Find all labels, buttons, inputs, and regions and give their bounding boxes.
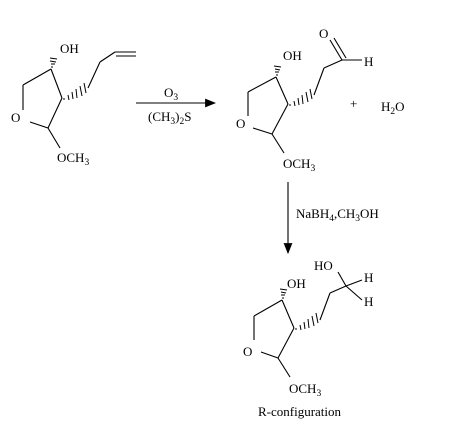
hydroxyl-label: OH: [60, 41, 79, 56]
plus-sign: +: [350, 96, 357, 111]
hydrogen-label: H: [364, 294, 373, 309]
ring-bond: [275, 76, 289, 105]
ring-oxygen-label: O: [11, 110, 20, 125]
ring-oxygen-label: O: [236, 116, 245, 131]
ch-bond: [345, 279, 363, 287]
reagent-dimethyl-sulfide: (CH3)2S: [148, 109, 191, 127]
methoxy-bond: [271, 133, 285, 154]
reagent-ozone: O3: [164, 85, 178, 103]
ring-oxygen-label: O: [243, 344, 252, 359]
ozonolysis-arrow: O3 (CH3)2S: [136, 85, 217, 127]
hashed-wedge-bond: [289, 88, 313, 107]
methoxy-label: OCH3: [283, 156, 315, 174]
aldehyde-intermediate: OH O O H OCH3: [236, 26, 373, 174]
ch-bond: [345, 285, 363, 301]
hydroxyl-label: OH: [283, 48, 302, 63]
methoxy-label: OCH3: [289, 381, 321, 399]
reagent-sodium-borohydride: NaBH4,CH3OH: [296, 206, 379, 224]
ring-bond: [50, 68, 63, 99]
hashed-wedge-bond: [63, 82, 87, 101]
carbonyl-double-bond: [333, 37, 347, 59]
ring-bond: [47, 97, 63, 129]
ring-bond: [247, 76, 277, 93]
carbonyl-double-bond: [329, 39, 343, 61]
reduction-arrow: NaBH4,CH3OH: [283, 182, 379, 255]
stereo-configuration-label: R-configuration: [258, 404, 342, 419]
hydroxyl-bond: [337, 271, 347, 287]
hashed-wedge-bond: [279, 288, 288, 299]
methoxy-label: OCH3: [57, 150, 89, 168]
ring-bond: [271, 103, 289, 135]
water-label: H2O: [381, 99, 405, 117]
aldehyde-hydrogen-label: H: [364, 54, 373, 69]
hashed-wedge-bond: [273, 65, 282, 76]
methoxy-bond: [277, 357, 291, 378]
ring-bond: [252, 127, 273, 135]
ring-bond: [277, 327, 295, 359]
carbonyl-oxygen-label: O: [319, 26, 328, 41]
allyl-bond: [87, 61, 101, 89]
byproduct: + H2O: [350, 96, 405, 117]
carbinol-bond: [329, 285, 347, 294]
alcohol-product: OH HO H H O OCH3 R-configuration: [243, 258, 373, 419]
ring-hydroxyl-label: OH: [287, 276, 306, 291]
methoxy-bond: [47, 127, 61, 149]
ring-bond: [29, 121, 49, 129]
hashed-wedge-bond: [49, 57, 58, 68]
primary-hydroxyl-label: HO: [314, 258, 333, 273]
methylene-bond: [319, 292, 331, 321]
ring-bond: [22, 68, 52, 86]
starting-material: OH O OCH3: [11, 41, 136, 168]
hydrogen-label: H: [364, 270, 373, 285]
ring-bond: [253, 299, 283, 317]
methylene-bond: [313, 67, 325, 96]
allyl-bond: [99, 51, 116, 63]
hashed-wedge-bond: [295, 312, 319, 331]
carbonyl-carbon-bond: [323, 59, 343, 69]
ring-bond: [281, 299, 295, 329]
ring-bond: [260, 351, 279, 359]
